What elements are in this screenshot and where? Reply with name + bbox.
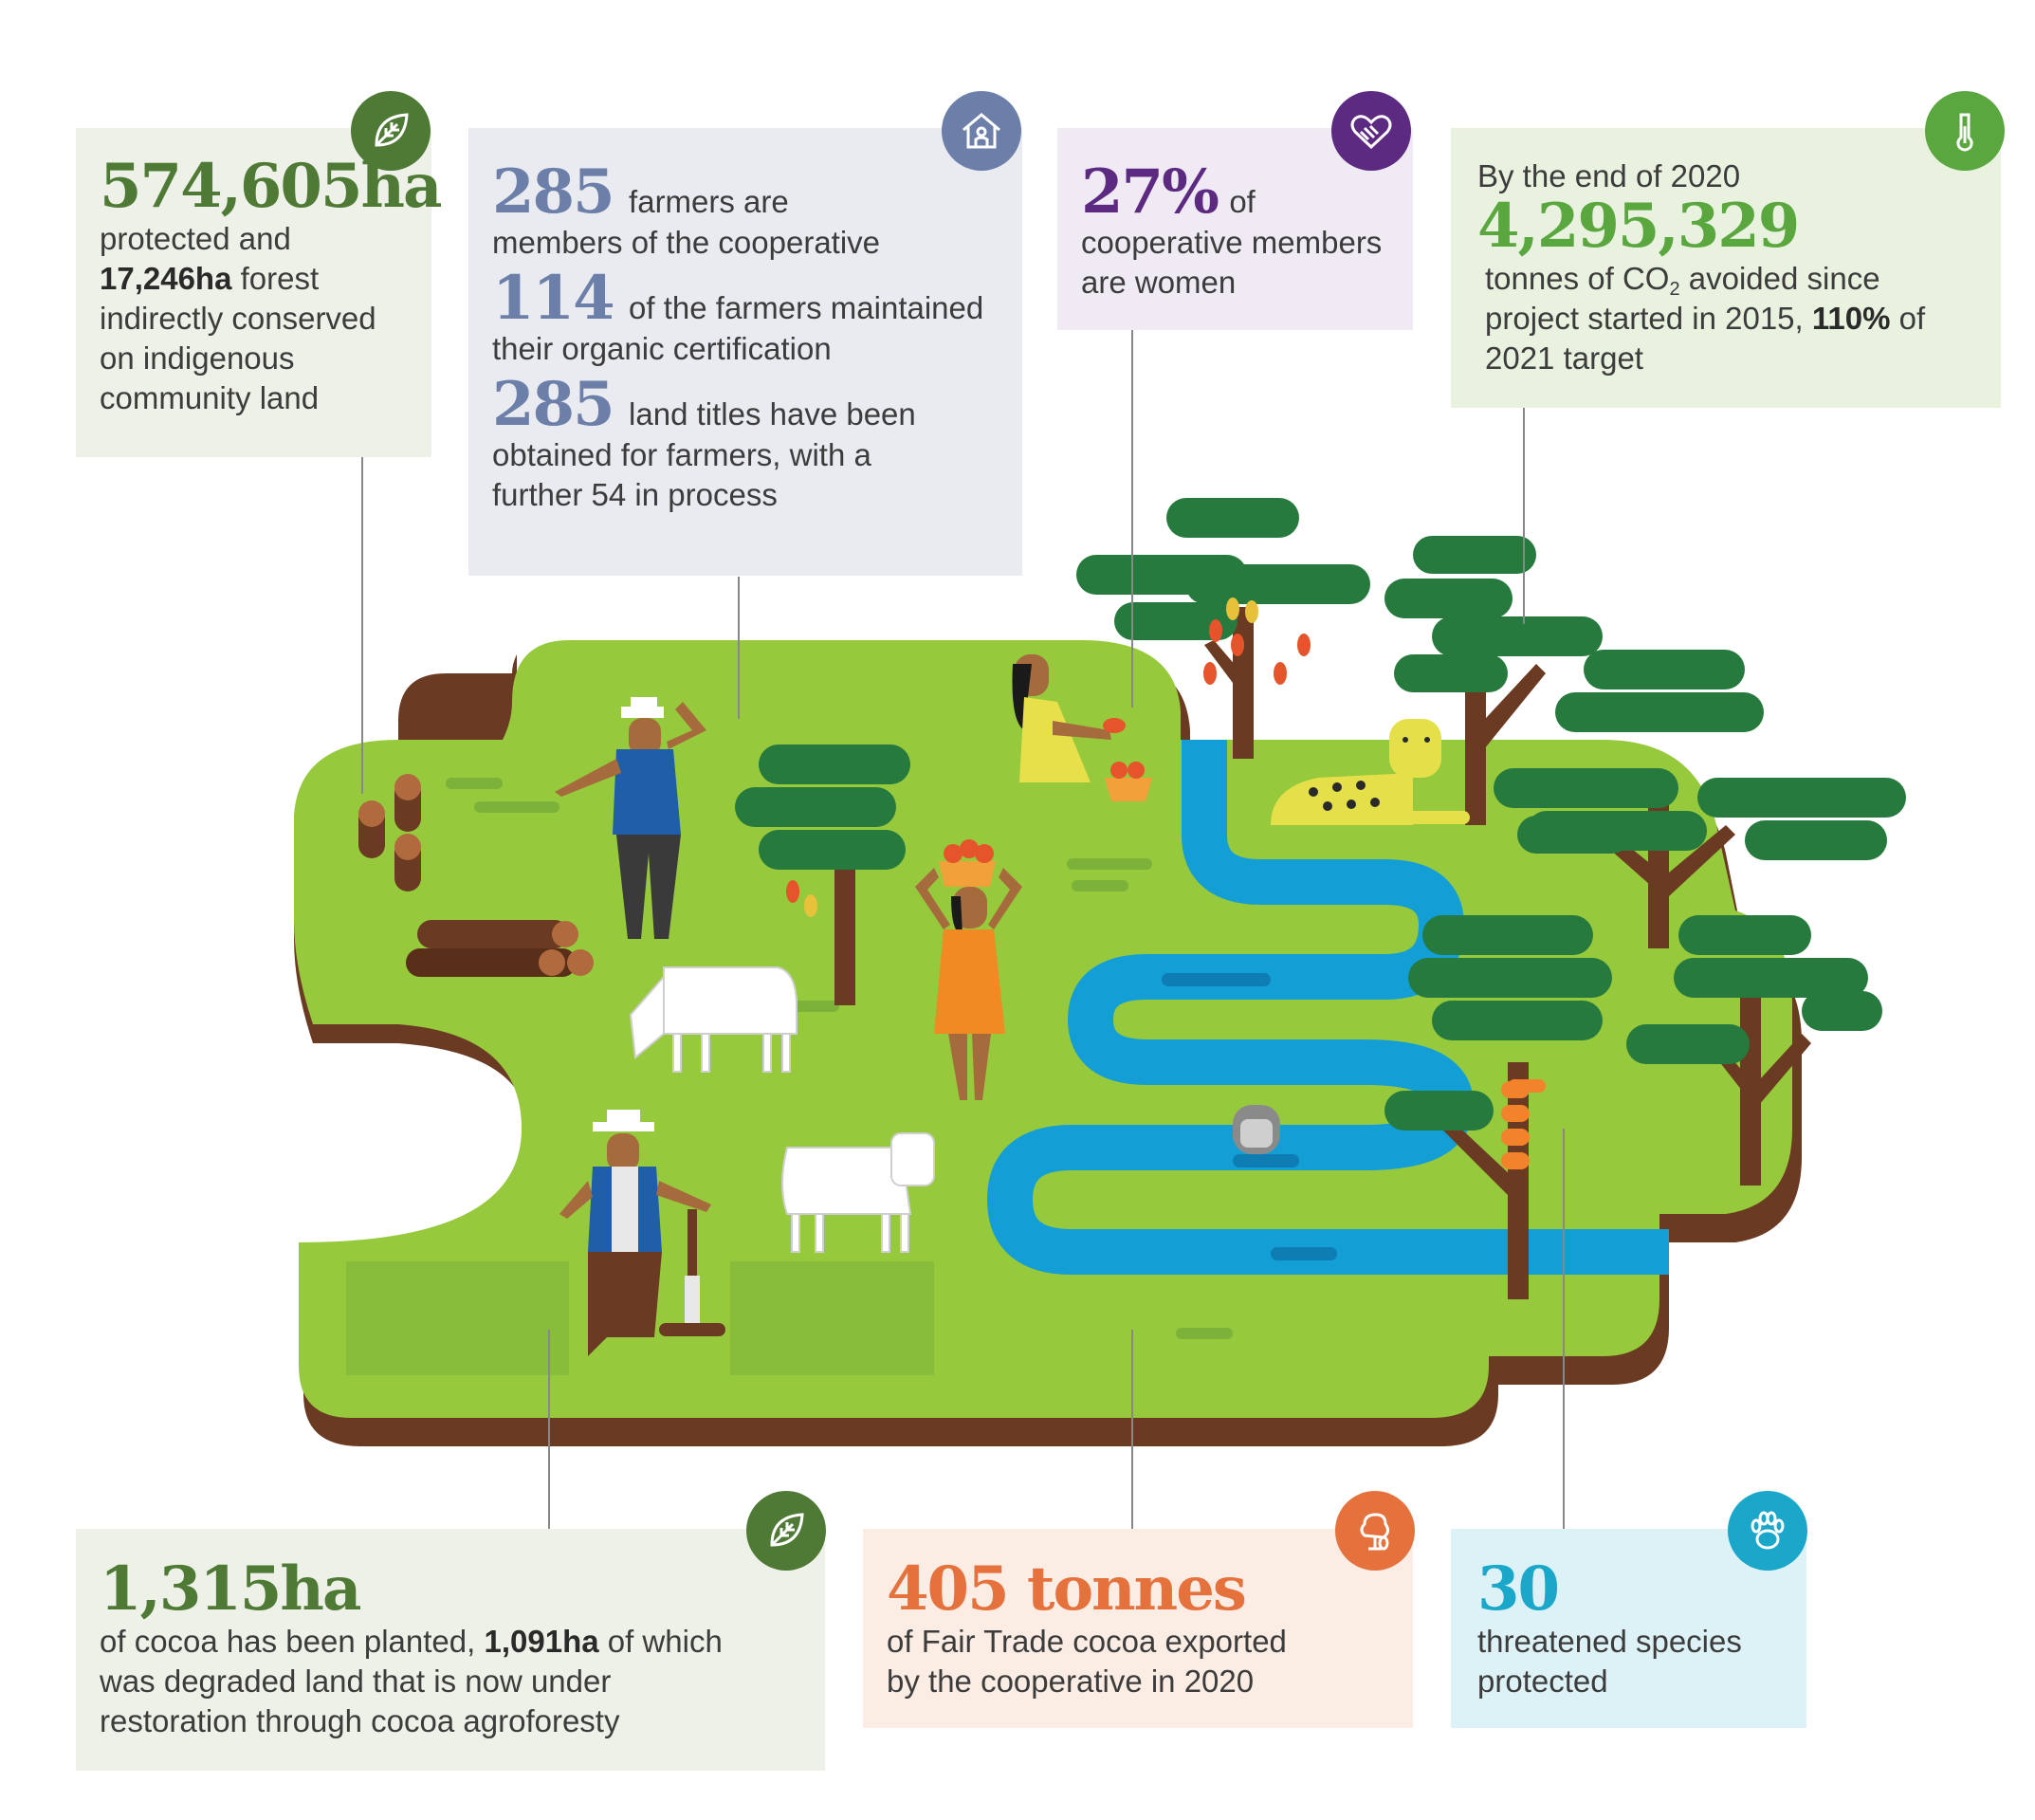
- women-text-2: cooperative members are women: [1081, 225, 1383, 300]
- stat-card-cocoa: 1,315ha of cocoa has been planted, 1,091…: [76, 1529, 825, 1771]
- co2-description: tonnes of CO2 avoided since project star…: [1485, 259, 1931, 378]
- woman-carrying-basket: [915, 839, 1022, 1100]
- stat-card-export: 405 tonnes of Fair Trade cocoa exported …: [863, 1529, 1413, 1728]
- species-description: threatened species protected: [1477, 1624, 1742, 1699]
- snake: [1501, 1079, 1546, 1169]
- crop-field: [346, 1261, 934, 1375]
- farmers-text-3b: obtained for farmers, with a further 54 …: [492, 437, 871, 512]
- women-text-1: of: [1229, 184, 1256, 219]
- connector-export: [1131, 1330, 1133, 1529]
- species-value: 30: [1477, 1553, 1560, 1625]
- organic-value: 114: [492, 263, 615, 334]
- forest-description: protected and 17,246ha forest indirectly…: [100, 219, 412, 418]
- jaguar: [1271, 719, 1470, 825]
- farmers-row-1: 285 farmers are members of the cooperati…: [492, 162, 1022, 263]
- farmer-with-hat: [555, 697, 706, 939]
- connector-cocoa: [548, 1330, 550, 1529]
- women-value: 27%: [1081, 156, 1219, 228]
- handshake-icon: [1331, 91, 1411, 171]
- cocoa-value: 1,315ha: [100, 1553, 361, 1625]
- land-titles-value: 285: [492, 369, 615, 440]
- farmer-with-spade: [559, 1110, 725, 1356]
- forest-bold: 17,246ha: [100, 261, 232, 296]
- export-description: of Fair Trade cocoa exported by the coop…: [887, 1624, 1287, 1699]
- connector-species: [1563, 1129, 1565, 1529]
- co2-text-3: of 2021 target: [1485, 301, 1926, 376]
- leaf-icon: [746, 1491, 826, 1571]
- forest-text-1: protected and: [100, 221, 291, 256]
- cocoa-bold: 1,091ha: [484, 1624, 599, 1659]
- connector-farmers: [738, 577, 740, 719]
- stat-card-co2: By the end of 2020 4,295,329 tonnes of C…: [1451, 128, 2001, 408]
- export-value: 405 tonnes: [887, 1553, 1247, 1625]
- farmers-text-1a: farmers are: [629, 184, 789, 219]
- co2-intro: By the end of 2020: [1477, 158, 1741, 193]
- co2-text-1: tonnes of CO: [1485, 261, 1670, 296]
- co2-value: 4,295,329: [1477, 191, 1800, 262]
- cocoa-tree-icon: [1335, 1491, 1415, 1571]
- forest-text-2: forest indirectly conserved on indigenou…: [100, 261, 376, 415]
- river: [986, 740, 1669, 1275]
- connector-forest: [361, 457, 363, 794]
- co2-text-2: avoided since project started in 2015,: [1485, 261, 1880, 336]
- farmers-value: 285: [492, 156, 615, 228]
- farmers-row-3: 285 land titles have been obtained for f…: [492, 375, 1022, 515]
- grass-tufts: [446, 778, 1233, 1339]
- co2-subscript: 2: [1669, 279, 1680, 300]
- logs: [358, 774, 594, 977]
- cocoa-text-2: of which was degraded land that is now u…: [100, 1624, 723, 1738]
- farmers-text-1b: members of the cooperative: [492, 225, 881, 260]
- farmers-text-3a: land titles have been: [629, 396, 916, 432]
- stat-card-women: 27% of cooperative members are women: [1057, 128, 1413, 330]
- thermometer-icon: [1925, 91, 2005, 171]
- stat-card-forest: 574,605ha protected and 17,246ha forest …: [76, 128, 442, 457]
- farmers-text-2b: their organic certification: [492, 331, 832, 366]
- trees: [735, 498, 1906, 1299]
- woman-kneeling: [1012, 654, 1152, 801]
- otter: [1233, 1105, 1280, 1154]
- stat-card-farmers: 285 farmers are members of the cooperati…: [468, 128, 1022, 576]
- farmers-row-2: 114 of the farmers maintained their orga…: [492, 268, 1022, 369]
- cocoa-text-1: of cocoa has been planted,: [100, 1624, 485, 1659]
- leaf-icon: [351, 91, 431, 171]
- cows: [629, 966, 935, 1253]
- house-icon: [942, 91, 1021, 171]
- river-ripples: [1162, 973, 1337, 1260]
- co2-bold: 110%: [1811, 301, 1891, 336]
- connector-co2: [1523, 408, 1525, 624]
- paw-icon: [1728, 1491, 1807, 1571]
- farmers-text-2a: of the farmers maintained: [629, 290, 984, 325]
- connector-women: [1131, 330, 1133, 708]
- cocoa-description: of cocoa has been planted, 1,091ha of wh…: [100, 1622, 763, 1741]
